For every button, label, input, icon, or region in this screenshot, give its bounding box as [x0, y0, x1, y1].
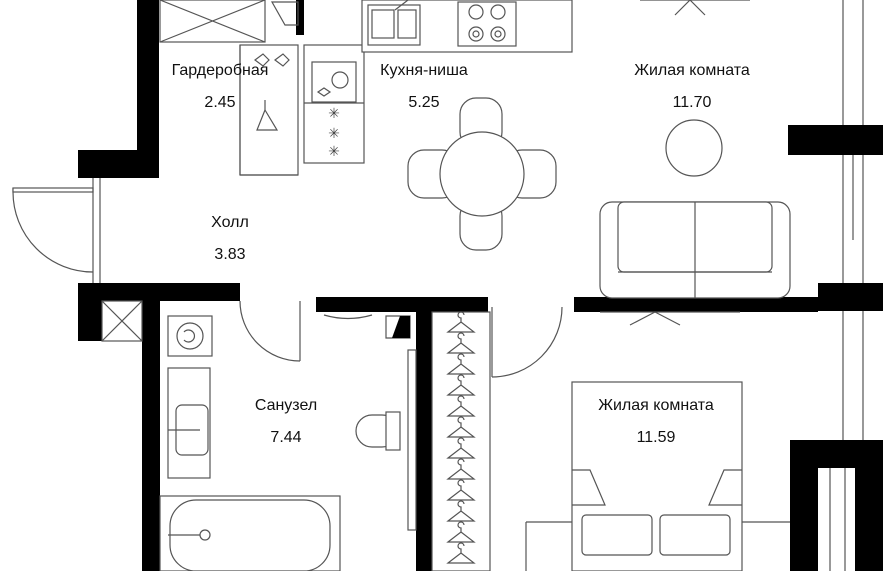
- room-name-hall: Холл: [211, 214, 249, 231]
- entrance-door: [12, 178, 101, 283]
- svg-text:✳: ✳: [328, 106, 340, 122]
- hanger-icon: [446, 311, 476, 333]
- room-area-bathroom: 7.44: [270, 429, 302, 446]
- hanger-icon: [446, 437, 476, 459]
- wardrobe-fixtures: [239, 1, 299, 176]
- hanger-icon: [446, 353, 476, 375]
- svg-text:✳: ✳: [328, 126, 340, 142]
- room-area-kitchen: 5.25: [408, 94, 440, 111]
- dining-table: [407, 97, 557, 251]
- hanger-icon: [446, 416, 476, 438]
- room-name-living1: Жилая комната: [634, 62, 750, 79]
- bedroom-fixtures: [525, 381, 790, 571]
- vent-shaft: [101, 0, 266, 342]
- living1-fixtures: [599, 0, 791, 326]
- hanger-icon: [446, 374, 476, 396]
- hanger-icon: [446, 458, 476, 480]
- room-area-wardrobe: 2.45: [204, 94, 236, 111]
- hanger-icon: [446, 542, 476, 564]
- hanger-icon: [446, 500, 476, 522]
- hanger-icon: [446, 479, 476, 501]
- hanger-icon: [446, 521, 476, 543]
- svg-text:✳: ✳: [328, 144, 340, 160]
- room-name-bathroom: Санузел: [254, 397, 318, 414]
- hanger-closet: [431, 311, 491, 571]
- room-name-wardrobe: Гардеробная: [171, 62, 269, 79]
- room-name-living2: Жилая комната: [598, 397, 714, 414]
- room-area-hall: 3.83: [214, 246, 246, 263]
- bathroom-fixtures: [159, 315, 417, 571]
- hanger-icon: [446, 332, 476, 354]
- room-area-living2: 11.59: [636, 429, 676, 446]
- room-area-living1: 11.70: [672, 94, 712, 111]
- room-name-kitchen: Кухня-ниша: [380, 62, 468, 79]
- hanger-icon: [446, 395, 476, 417]
- windows: [829, 0, 864, 571]
- interior-doors: [239, 300, 563, 378]
- kitchen-fixtures: ✳ ✳ ✳: [303, 0, 573, 164]
